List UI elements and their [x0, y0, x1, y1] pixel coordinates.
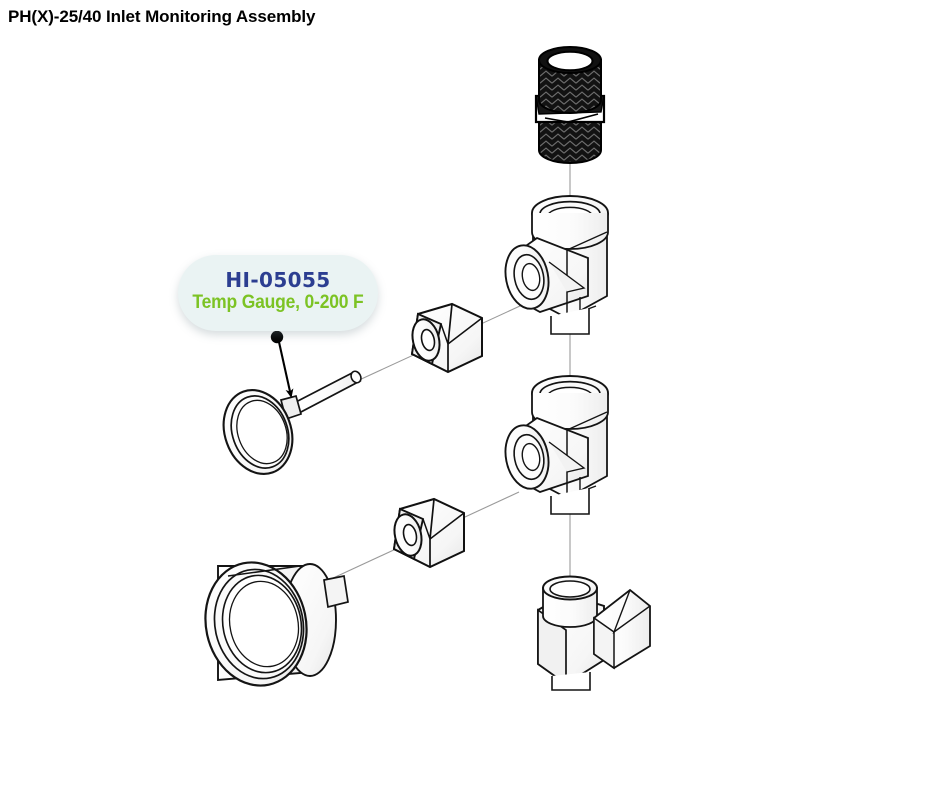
part-elbow-fitting — [537, 575, 651, 691]
part-threaded-nipple — [534, 46, 606, 164]
part-hex-nut-lower — [392, 497, 465, 569]
part-temperature-gauge — [222, 370, 362, 476]
callout-label[interactable]: HI-05055 Temp Gauge, 0-200 F — [178, 255, 378, 331]
part-hex-nut-upper — [410, 302, 483, 374]
callout-description: Temp Gauge, 0-200 F — [192, 291, 364, 313]
callout-leader — [270, 330, 294, 398]
page-title: PH(X)-25/40 Inlet Monitoring Assembly — [8, 7, 316, 26]
callout-arrow — [277, 341, 294, 398]
part-tee-fitting-lower — [504, 375, 609, 515]
callout-part-number: HI-05055 — [225, 268, 331, 292]
part-tee-fitting-upper — [504, 195, 609, 335]
callout-anchor-dot — [270, 330, 284, 344]
part-pressure-gauge — [204, 561, 349, 687]
